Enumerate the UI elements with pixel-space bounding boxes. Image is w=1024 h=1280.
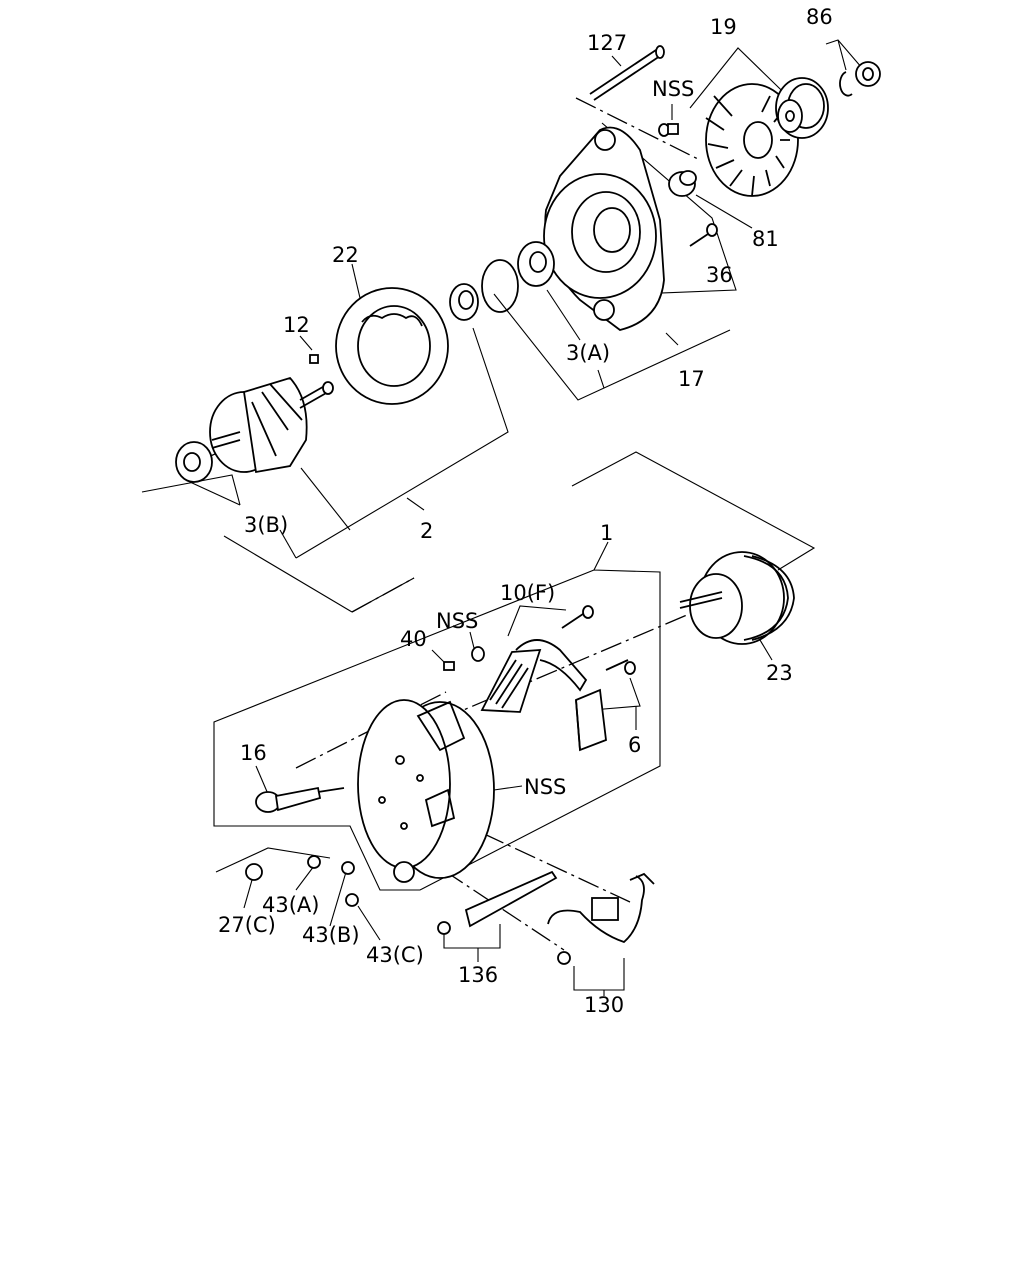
label-12: 12	[283, 313, 310, 337]
nut-icon	[245, 863, 263, 881]
rear-assembly-icon	[357, 699, 495, 883]
callout-labels: 127 19 86 NSS 81 36 22 12 3(A) 17 3(B) 2…	[218, 5, 833, 1017]
label-127: 127	[587, 31, 627, 55]
label-86: 86	[806, 5, 833, 29]
brush-holder-icon	[480, 639, 588, 713]
harness-icon	[547, 872, 655, 965]
label-130: 130	[584, 993, 624, 1017]
label-nss-top: NSS	[652, 77, 694, 101]
screw-icon	[307, 855, 359, 907]
nut-washer-icon	[839, 61, 881, 97]
long-bolt-icon	[589, 45, 665, 101]
label-10f: 10(F)	[500, 581, 555, 605]
screw-icon	[471, 646, 485, 662]
bracket-rod-icon	[437, 870, 558, 935]
label-40: 40	[400, 627, 427, 651]
label-16: 16	[240, 741, 267, 765]
leader-lines	[141, 39, 869, 996]
label-43b: 43(B)	[302, 923, 360, 947]
label-17: 17	[678, 367, 705, 391]
pulley-icon	[679, 551, 795, 645]
label-2: 2	[420, 519, 433, 543]
regulator-icon	[575, 659, 636, 752]
clip-icon	[443, 661, 455, 671]
screw-icon	[658, 123, 679, 137]
label-1: 1	[600, 521, 613, 545]
label-19: 19	[710, 15, 737, 39]
label-81: 81	[752, 227, 779, 251]
screw-icon	[561, 605, 594, 629]
label-43a: 43(A)	[262, 893, 319, 917]
key-icon	[309, 354, 319, 364]
bearing-icon	[449, 241, 555, 321]
label-3a: 3(A)	[566, 341, 610, 365]
label-22: 22	[332, 243, 359, 267]
label-nss-right: NSS	[524, 775, 566, 799]
front-bracket-icon	[543, 126, 665, 331]
stator-icon	[335, 287, 449, 405]
label-27c: 27(C)	[218, 913, 276, 937]
bearing-icon	[175, 441, 213, 483]
rotor-icon	[209, 376, 334, 474]
label-23: 23	[766, 661, 793, 685]
label-43c: 43(C)	[366, 943, 424, 967]
label-6: 6	[628, 733, 641, 757]
label-136: 136	[458, 963, 498, 987]
collar-icon	[668, 170, 697, 197]
label-nss-mid: NSS	[436, 609, 478, 633]
label-3b: 3(B)	[244, 513, 288, 537]
fan-icon	[705, 77, 829, 197]
label-36: 36	[706, 263, 733, 287]
terminal-bolt-icon	[255, 786, 345, 813]
screw-icon	[689, 223, 718, 247]
